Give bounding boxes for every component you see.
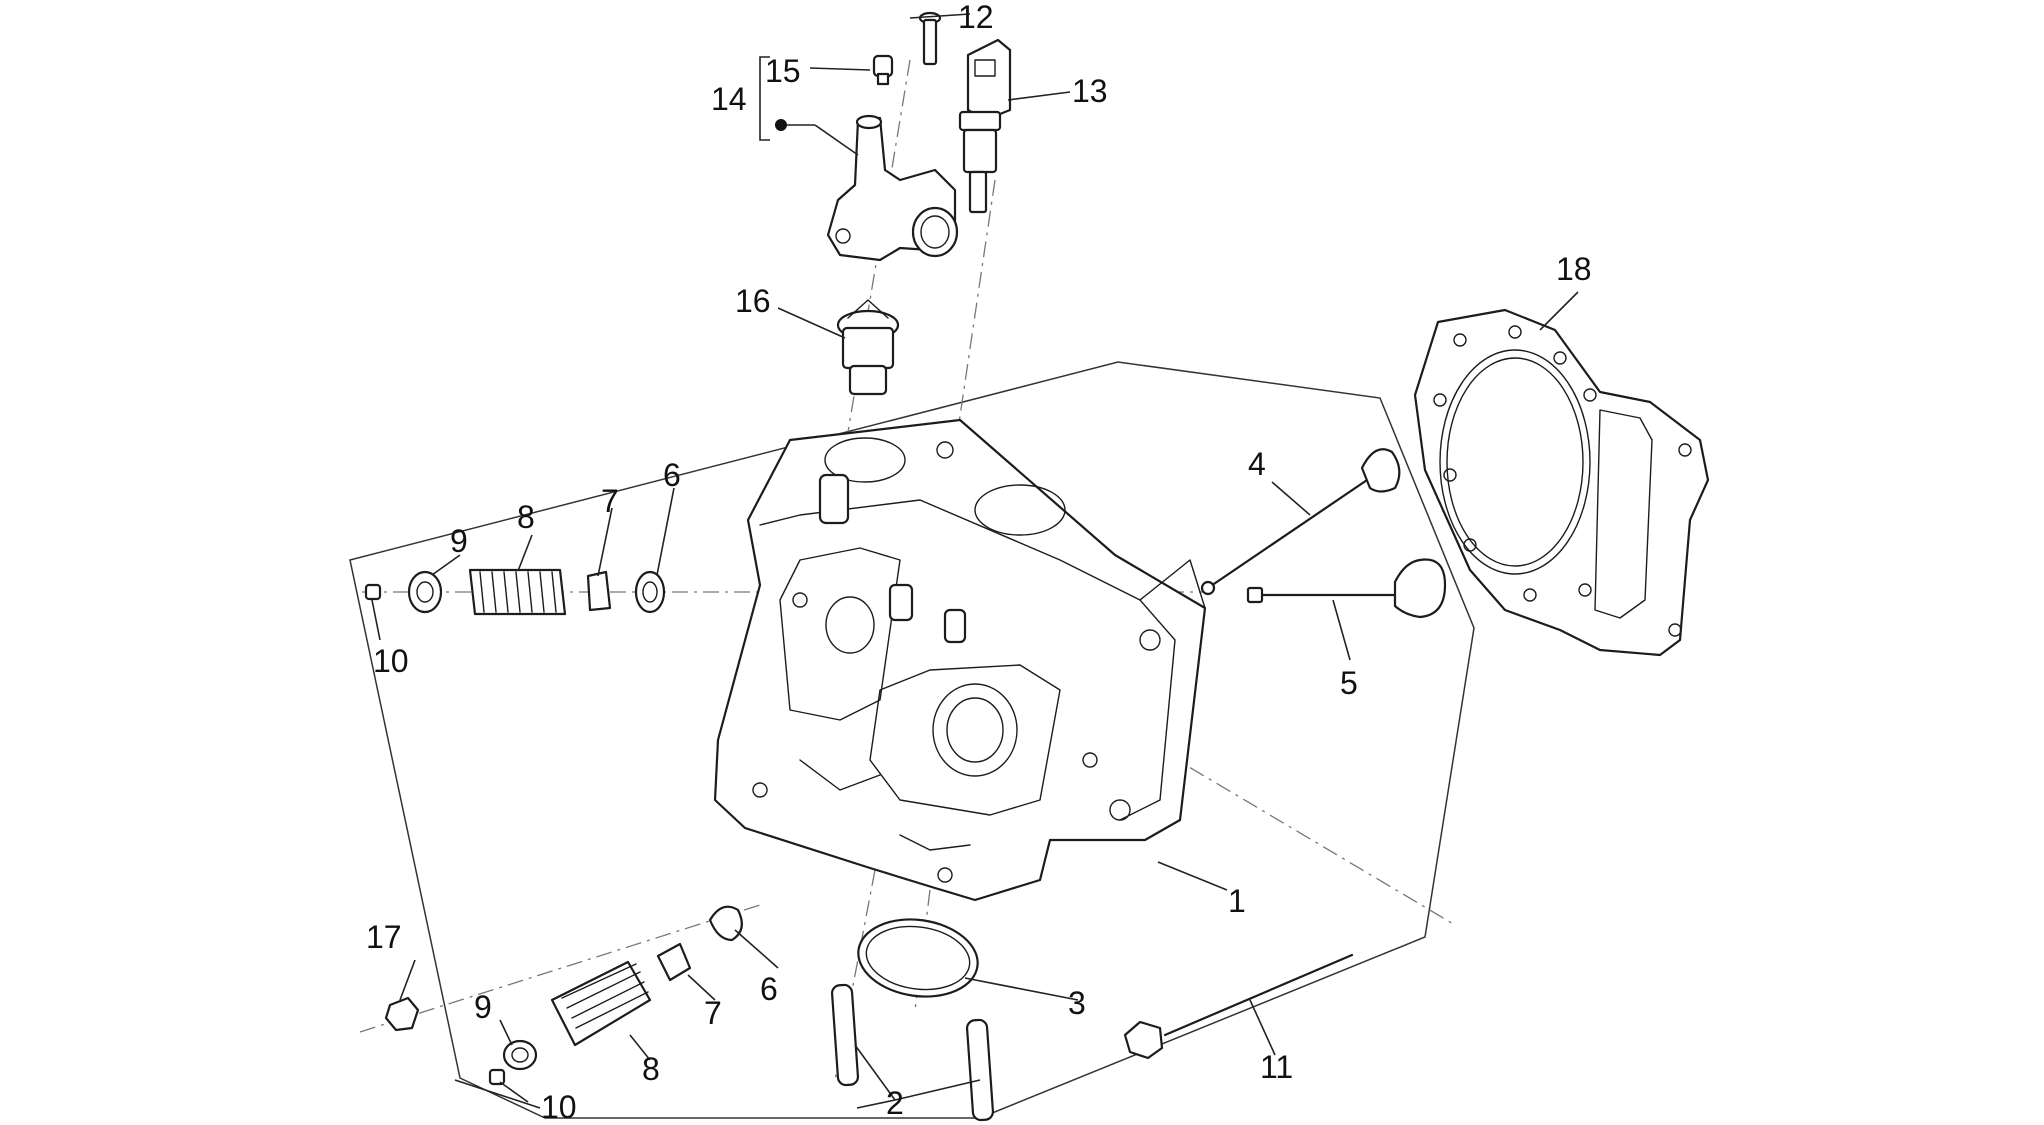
- callout-15: 15: [765, 53, 801, 89]
- callout-10a: 10: [373, 643, 409, 679]
- callout-9b: 9: [474, 989, 492, 1025]
- callout-16: 16: [735, 283, 771, 319]
- callout-2: 2: [886, 1085, 904, 1121]
- thermostat: [836, 299, 900, 396]
- stud-bolt: [1123, 953, 1354, 1060]
- valve-4: [1200, 448, 1401, 596]
- callout-8a: 8: [517, 499, 535, 535]
- o-ring: [857, 918, 979, 998]
- callout-7a: 7: [601, 483, 619, 519]
- callout-6b: 6: [760, 971, 778, 1007]
- bleed-screw: [872, 54, 894, 86]
- callout-7b: 7: [704, 995, 722, 1031]
- callout-4: 4: [1248, 446, 1266, 482]
- callout-labels: 12 15 14 13 16 18 4 5 6 7 8 9 10 1 17 6 …: [366, 0, 1592, 1125]
- cylinder-head: [713, 418, 1207, 902]
- callout-11: 11: [1260, 1049, 1293, 1085]
- callout-8b: 8: [642, 1051, 660, 1087]
- callout-12: 17: [366, 919, 402, 955]
- valve-5: [1246, 558, 1447, 619]
- dowel-pins: [830, 983, 995, 1122]
- leader-lines: [371, 13, 1579, 1109]
- callout-17: 12: [958, 0, 994, 35]
- callout-5: 5: [1340, 665, 1358, 701]
- screw-17: [918, 11, 942, 66]
- bullet-marker: [775, 119, 787, 131]
- callout-3: 3: [1068, 985, 1086, 1021]
- callout-14: 14: [711, 81, 747, 117]
- upper-valve-train: [364, 568, 666, 616]
- thermostat-housing: [826, 114, 959, 262]
- callout-6a: 6: [663, 457, 681, 493]
- callout-10b: 10: [541, 1089, 577, 1125]
- callout-13: 13: [1072, 73, 1108, 109]
- head-gasket: [1413, 308, 1710, 657]
- callout-1: 1: [1228, 883, 1246, 919]
- o-ring-inner: [865, 925, 971, 991]
- lower-valve-train: [384, 905, 743, 1086]
- callout-18: 18: [1556, 251, 1592, 287]
- callout-9a: 9: [450, 523, 468, 559]
- temperature-sensor: [958, 38, 1012, 214]
